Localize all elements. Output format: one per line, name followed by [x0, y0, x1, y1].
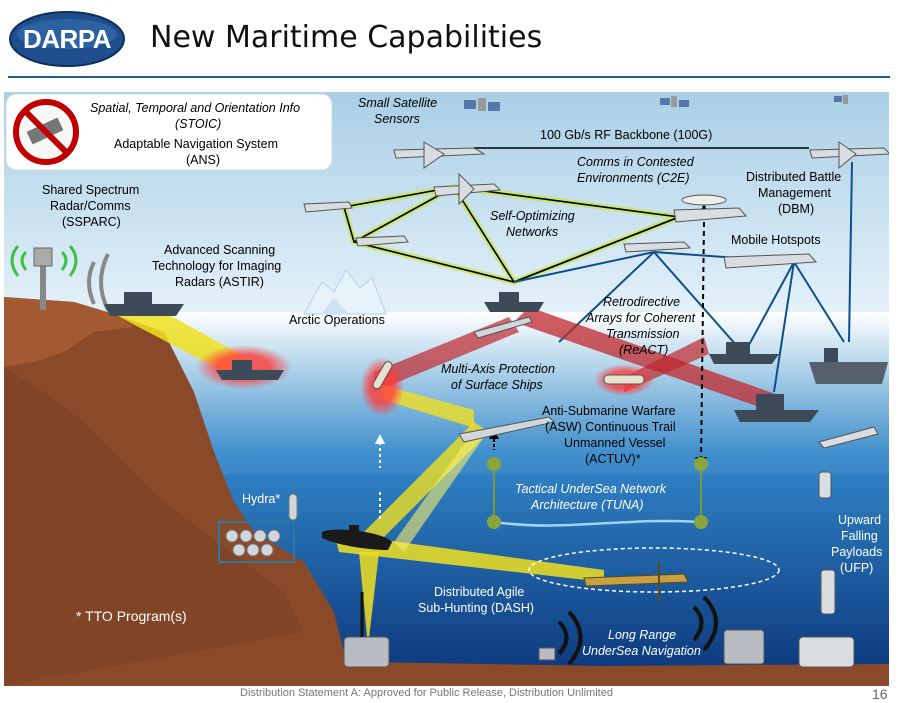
actuv-label-1: Anti-Submarine Warfare [542, 404, 676, 418]
backbone-label: 100 Gb/s RF Backbone (100G) [540, 128, 713, 142]
astir-label-3: Radars (ASTIR) [175, 275, 264, 289]
blue-network [513, 161, 853, 393]
self-opt-label-1: Self-Optimizing [490, 209, 575, 223]
ufp-label-1: Upward [838, 513, 882, 527]
maritime-scene: Spatial, Temporal and Orientation Info (… [4, 92, 892, 686]
stoic-ans-box [5, 93, 333, 171]
c2e-label-2: Environments (C2E) [577, 171, 690, 185]
torpedo-halo-1 [360, 357, 404, 417]
ufp-label-2: Falling [841, 529, 878, 543]
ships [104, 292, 888, 422]
hotspots-label: Mobile Hotspots [731, 233, 821, 247]
scene-illustration [4, 92, 892, 686]
small-sat-label-2: Sensors [374, 112, 420, 126]
dbm-label-1: Distributed Battle [746, 170, 842, 184]
actuv-label-4: (ACTUV)* [585, 452, 641, 466]
react-beam-1 [514, 307, 784, 412]
astir-label-2: Technology for Imaging [152, 259, 282, 273]
ufp-label-4: (UFP) [840, 561, 874, 575]
header-divider [8, 76, 890, 78]
react-label-4: (ReACT) [619, 343, 669, 357]
ans-label: Adaptable Navigation System [114, 137, 278, 151]
tuna-label-1: Tactical UnderSea Network [515, 482, 666, 496]
multi-axis-label-1: Multi-Axis Protection [441, 362, 555, 376]
page-title: New Maritime Capabilities [150, 20, 543, 55]
c2e-link [700, 221, 705, 463]
dash-label-2: Sub-Hunting (DASH) [418, 601, 535, 615]
c2e-label-1: Comms in Contested [577, 155, 694, 169]
seafloor-equipment [343, 629, 765, 668]
satellites [464, 95, 848, 111]
slide-footer: Distribution Statement A: Approved for P… [0, 686, 899, 703]
ufp-payloads [798, 471, 855, 668]
arctic-label: Arctic Operations [289, 313, 385, 327]
surface-drone [473, 316, 533, 339]
ans-abbr-label: (ANS) [186, 153, 221, 167]
icebergs [303, 269, 387, 315]
lrun-label-1: Long Range [608, 628, 677, 642]
tuna-label-2: Architecture (TUNA) [531, 498, 644, 512]
actuv-label-2: (ASW) Continuous Trail [545, 420, 676, 434]
distribution-statement: Distribution Statement A: Approved for P… [240, 687, 613, 699]
stoic-label: Spatial, Temporal and Orientation Info [90, 101, 301, 115]
actuv-beam [394, 430, 484, 552]
multi-axis-label-2: of Surface Ships [451, 378, 543, 392]
dash-label-1: Distributed Agile [434, 585, 525, 599]
astir-label-1: Advanced Scanning [164, 243, 276, 257]
torpedoes [372, 361, 645, 390]
aircraft [303, 141, 892, 449]
lrun-label-2: UnderSea Navigation [582, 644, 701, 658]
undersea-navigation-signals [557, 595, 718, 666]
cliff-face [4, 367, 304, 686]
ssparc-label-2: Radar/Comms [50, 199, 131, 213]
dash-patrol-area [528, 547, 780, 593]
ssparc-label-1: Shared Spectrum [42, 183, 140, 197]
small-sat-label-1: Small Satellite [358, 96, 438, 110]
tto-program-note: * TTO Program(s) [76, 608, 187, 624]
ufp-label-3: Payloads [831, 545, 883, 559]
logo-text: DARPA [22, 23, 112, 54]
dash-unmanned-sub [583, 573, 689, 587]
actuv-vessel [458, 416, 555, 443]
actuv-label-3: Unmanned Vessel [564, 436, 666, 450]
darpa-logo: DARPA [8, 10, 126, 68]
submarine [322, 529, 392, 550]
page-number: 16 [872, 686, 888, 702]
react-label-3: Transmission [606, 327, 680, 341]
tuna-network [487, 429, 708, 529]
hydra-module [218, 493, 298, 563]
cliff-top [4, 297, 134, 367]
dbm-label-2: Management [758, 186, 831, 200]
self-opt-label-2: Networks [506, 225, 559, 239]
react-label-1: Retrodirective [603, 295, 681, 309]
ssparc-label-3: (SSPARC) [62, 215, 121, 229]
stoic-abbr-label: (STOIC) [175, 117, 222, 131]
no-gps-icon [13, 99, 79, 165]
dash-beam-3 [359, 552, 379, 647]
react-label-2: Arrays for Coherent [586, 311, 696, 325]
dbm-label-3: (DBM) [778, 202, 815, 216]
slide-header: DARPA New Maritime Capabilities [0, 0, 899, 80]
hydra-label: Hydra* [242, 492, 281, 506]
